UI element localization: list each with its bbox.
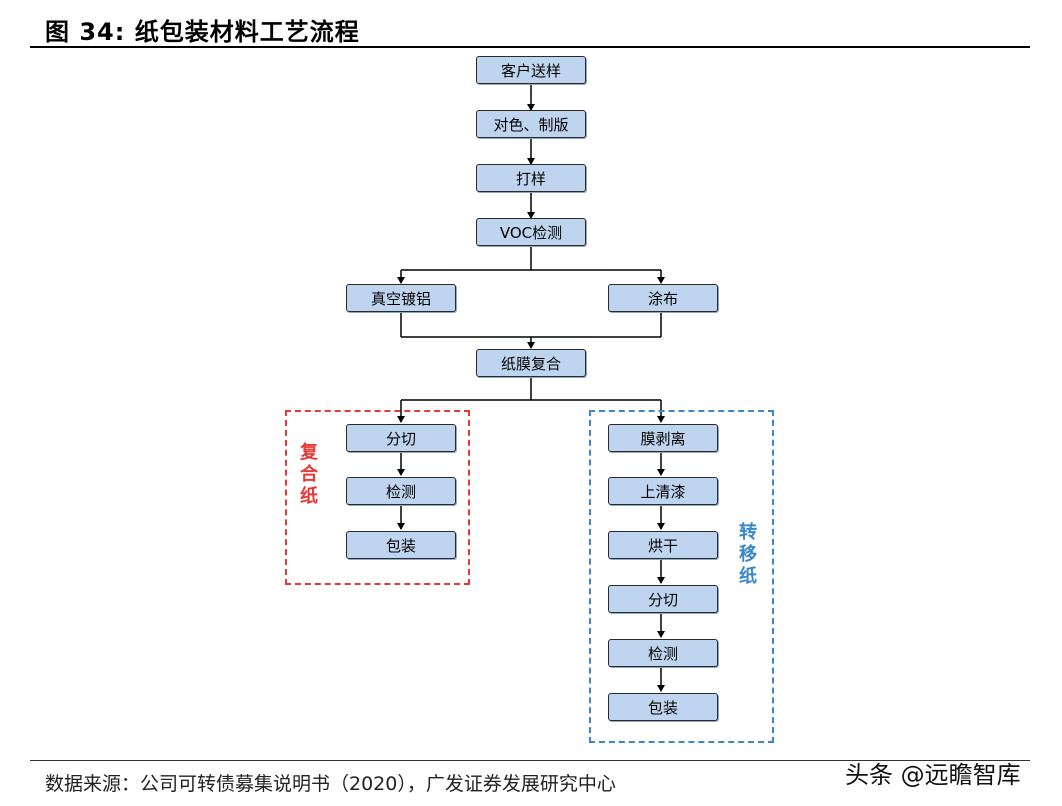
node-composite-inspect: 检测: [346, 477, 456, 505]
node-transfer-peel: 膜剥离: [608, 424, 718, 452]
node-transfer-inspect: 检测: [608, 639, 718, 667]
node-coating: 涂布: [608, 284, 718, 312]
group-transfer-paper: [589, 410, 774, 743]
node-customer-sample: 客户送样: [476, 56, 586, 84]
source-rule: [30, 760, 1030, 761]
node-composite-pack: 包装: [346, 531, 456, 559]
source-note: 数据来源：公司可转债募集说明书（2020），广发证券发展研究中心: [45, 773, 616, 795]
node-transfer-cut: 分切: [608, 585, 718, 613]
watermark: 头条 @远瞻智库: [845, 761, 1021, 789]
node-proof: 打样: [476, 164, 586, 192]
group-composite-paper: [285, 410, 470, 585]
node-voc-test: VOC检测: [476, 218, 586, 246]
node-composite-cut: 分切: [346, 424, 456, 452]
node-transfer-pack: 包装: [608, 693, 718, 721]
group-label-transfer: 转 移 纸: [739, 522, 757, 587]
node-transfer-varnish: 上清漆: [608, 477, 718, 505]
node-laminate: 纸膜复合: [476, 349, 586, 377]
figure-title: 图 34: 纸包装材料工艺流程: [45, 18, 360, 46]
node-vacuum-aluminize: 真空镀铝: [346, 284, 456, 312]
title-rule: [30, 46, 1030, 48]
node-color-plate: 对色、制版: [476, 110, 586, 138]
node-transfer-dry: 烘干: [608, 531, 718, 559]
group-label-composite: 复 合 纸: [300, 442, 318, 507]
